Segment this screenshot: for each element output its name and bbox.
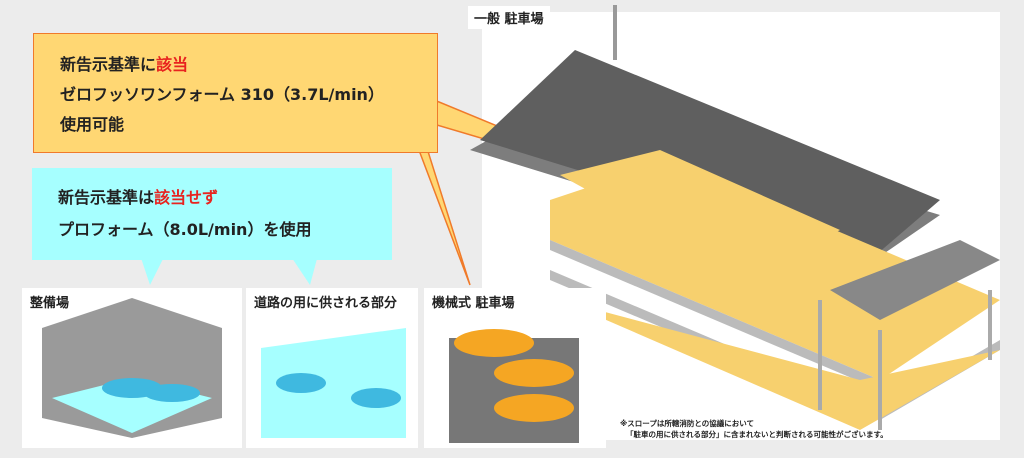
- mechanical-panel: [424, 288, 606, 448]
- callout-line: 新告示基準は: [58, 188, 155, 207]
- slope-note: ※スロープは所轄消防との協議において 「駐車の用に供される部分」に含まれないと判…: [620, 418, 888, 440]
- callout-highlight: 該当せず: [154, 188, 219, 207]
- parking-building-illustration: [470, 5, 1000, 430]
- road-illustration: [261, 328, 406, 438]
- callout-not-applicable: 新告示基準は該当せず プロフォーム（8.0L/min）を使用: [32, 168, 392, 260]
- product-name: ゼロフッソワンフォーム 310（3.7L/min）: [60, 85, 384, 104]
- maintenance-illustration: [42, 298, 222, 438]
- general-parking-title: 一般 駐車場: [468, 6, 550, 29]
- note-line: ※スロープは所轄消防との協議において: [620, 419, 755, 428]
- product-name: プロフォーム（8.0L/min）を使用: [58, 220, 312, 239]
- maintenance-panel: [22, 288, 242, 448]
- mechanical-parking-illustration: [449, 329, 579, 443]
- callout-highlight: 該当: [156, 55, 189, 74]
- road-title: 道路の用に供される部分: [250, 292, 402, 311]
- mechanical-title: 機械式 駐車場: [428, 292, 519, 311]
- road-panel: [246, 288, 418, 448]
- note-line: 「駐車の用に供される部分」に含まれないと判断される可能性がございます。: [626, 430, 888, 439]
- callout-line: 使用可能: [60, 115, 125, 134]
- callout-applicable: 新告示基準に該当 ゼロフッソワンフォーム 310（3.7L/min） 使用可能: [33, 33, 438, 153]
- callout-line: 新告示基準に: [60, 55, 157, 74]
- callout-tail-road: [290, 255, 318, 285]
- callout-tail-maintenance: [140, 255, 165, 285]
- maintenance-title: 整備場: [26, 292, 74, 311]
